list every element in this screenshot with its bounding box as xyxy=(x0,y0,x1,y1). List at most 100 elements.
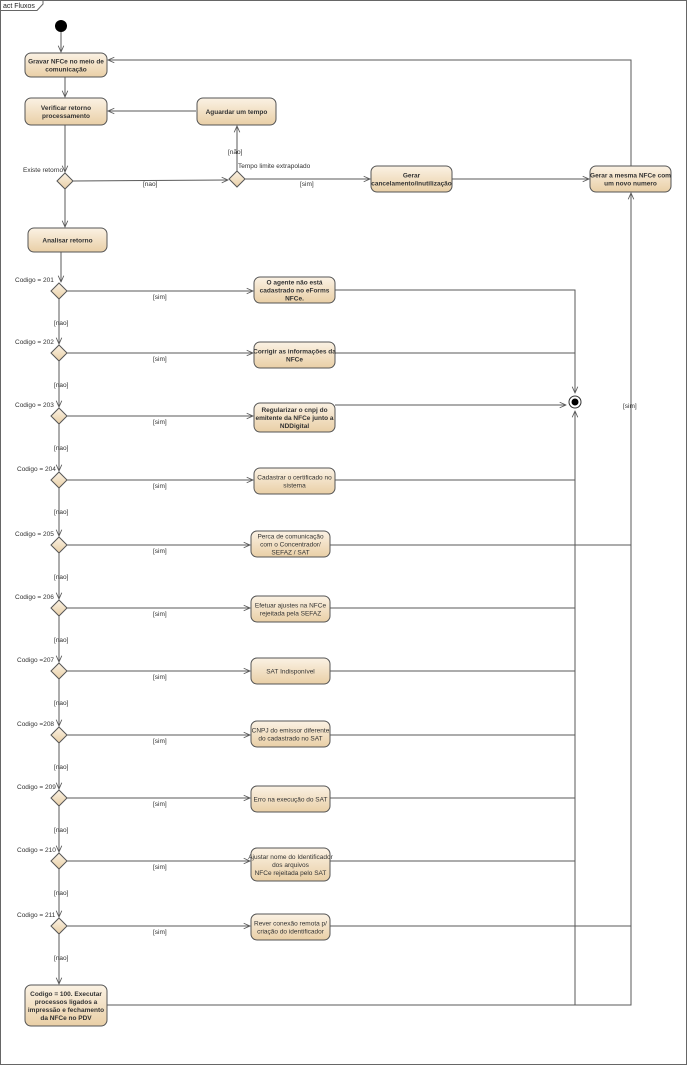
label-code-10: Codigo = 211 xyxy=(17,912,56,919)
guard-sim-0: [sim] xyxy=(153,294,167,301)
activity-a207: SAT Indisponível xyxy=(250,657,331,685)
frame-tab xyxy=(0,0,44,11)
activity-label-line: processos ligados a xyxy=(35,999,98,1006)
activity-label: Erro na execução do SAT xyxy=(254,796,328,803)
decision-code-9 xyxy=(50,852,68,870)
label-existe-retorno: Existe retorno xyxy=(23,167,63,174)
frame-title: act Fluxos xyxy=(3,3,35,10)
guard-nao: [nao] xyxy=(143,181,158,188)
decision-code-5 xyxy=(50,599,68,617)
label-code-7: Codigo =208 xyxy=(17,721,54,728)
guard-nao-0: [nao] xyxy=(54,320,69,327)
activity-a209: Erro na execução do SAT xyxy=(250,785,331,813)
guard-nao-9: [nao] xyxy=(54,890,69,897)
guard-sim-3: [sim] xyxy=(153,483,167,490)
decision-code-7 xyxy=(50,726,68,744)
activity-label-line: com o Concentrador/ xyxy=(260,541,321,548)
label-code-4: Codigo = 205 xyxy=(15,531,54,538)
decision-tempo-limite xyxy=(228,170,246,188)
decision-code-1 xyxy=(50,344,68,362)
edge-sim-mesma xyxy=(107,193,631,1006)
label-code-9: Codigo = 210 xyxy=(17,847,56,854)
guard-sim-6: [sim] xyxy=(153,674,167,681)
label-code-5: Codigo = 206 xyxy=(15,594,54,601)
activity-label-line: Analisar retorno xyxy=(42,237,92,244)
activity-label-line: Efetuar ajustes na NFCe xyxy=(255,602,327,609)
activity-label-line: criação do identificador xyxy=(257,928,325,935)
guard-sim-1: [sim] xyxy=(153,356,167,363)
decision-code-10 xyxy=(50,917,68,935)
activity-label-line: Ajustar nome do Identificador xyxy=(248,854,333,861)
decision-code-0 xyxy=(50,282,68,300)
activity-label-line: NFCe. xyxy=(285,295,304,302)
initial-node xyxy=(55,20,67,32)
activity-label-line: Erro na execução do SAT xyxy=(254,796,328,803)
activity-label-line: Codigo = 100. Executar xyxy=(30,991,102,998)
flow-labels: Existe retorno Tempo limite extrapolado [n… xyxy=(15,149,637,962)
decision-code-3 xyxy=(50,471,68,489)
guard-sim-4: [sim] xyxy=(153,548,167,555)
label-code-1: Codigo = 202 xyxy=(15,339,54,346)
activity-label-line: emitente da NFCe junto a xyxy=(255,415,333,422)
activity-label-line: cancelamento/inutilização xyxy=(371,180,452,187)
guard-sim-10: [sim] xyxy=(153,929,167,936)
activity-label-line: O agente não está xyxy=(267,279,323,286)
guard-nao-10: [nao] xyxy=(54,955,69,962)
guard-nao-accent: [não] xyxy=(228,149,243,156)
activity-label-line: sistema xyxy=(283,482,306,489)
label-code-8: Codigo = 209 xyxy=(17,784,56,791)
guard-nao-7: [nao] xyxy=(54,764,69,771)
label-code-3: Codigo = 204 xyxy=(17,466,56,473)
activity-label-line: um novo numero xyxy=(604,180,657,187)
label-code-2: Codigo = 203 xyxy=(15,402,54,409)
activity-label-line: cadastrado no eForms xyxy=(260,287,330,294)
decision-existe-retorno xyxy=(56,172,74,190)
activity-label-line: Cadastrar o certificado no xyxy=(257,474,332,481)
guard-nao-2: [nao] xyxy=(54,445,69,452)
guard-sim-9: [sim] xyxy=(153,864,167,871)
activity-label-line: da NFCe no PDV xyxy=(40,1015,92,1022)
edge-mesma-gravar xyxy=(108,60,632,166)
activity-label-line: Corrigir as informações da xyxy=(253,348,336,355)
activity-label: Rever conexão remota p/criação do identi… xyxy=(254,920,327,935)
label-tempo-limite: Tempo limite extrapolado xyxy=(238,163,311,170)
activity-label: Aguardar um tempo xyxy=(206,109,268,116)
activity-label-line: rejeitada pela SEFAZ xyxy=(260,610,321,617)
guard-nao-3: [nao] xyxy=(54,509,69,516)
activity-label-line: NDDigital xyxy=(280,423,309,430)
guard-nao-1: [nao] xyxy=(54,382,69,389)
edge-nao-tempo xyxy=(72,180,228,181)
edge-201-final xyxy=(335,289,575,393)
activity-a211: Rever conexão remota p/criação do identi… xyxy=(250,913,331,941)
activity-label: SAT Indisponível xyxy=(266,668,315,675)
decision-code-8 xyxy=(50,789,68,807)
final-node xyxy=(568,395,582,409)
activity-label-line: processamento xyxy=(42,113,90,120)
guard-sim-5: [sim] xyxy=(153,611,167,618)
activity-aguardar: Aguardar um tempo xyxy=(196,97,277,126)
activity-label-line: Perca de comunicação xyxy=(257,533,324,540)
activity-label-line: Gerar a mesma NFCe com xyxy=(590,172,671,179)
decision-code-2 xyxy=(50,407,68,425)
